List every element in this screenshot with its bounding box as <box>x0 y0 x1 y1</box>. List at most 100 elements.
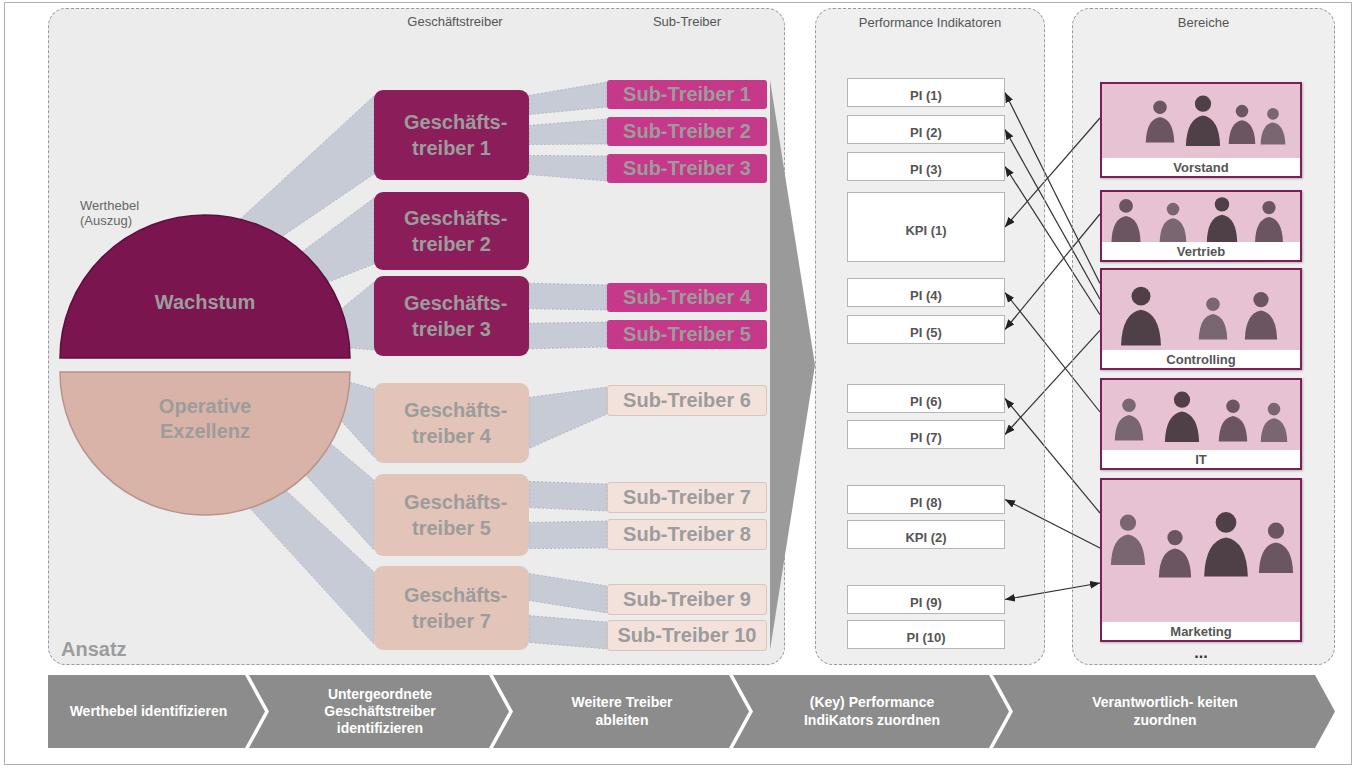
node-text: Weitere Treiber ableiten <box>557 694 687 728</box>
node-text: Sub-Treiber 2 <box>623 120 751 143</box>
department-photo-box: Vorstand <box>1100 82 1302 178</box>
node-text: Geschäfts- treiber 5 <box>404 489 499 541</box>
panel-heading: Ansatz <box>61 638 127 661</box>
node-text: Geschäfts- treiber 3 <box>404 290 499 342</box>
department-photo-box: Marketing <box>1100 478 1302 642</box>
node-text: PI (1) <box>910 88 942 103</box>
node-text: Geschäfts- treiber 2 <box>404 205 499 257</box>
node-text: Sub-Treiber 3 <box>623 157 751 180</box>
node-text: Geschäfts- treiber 7 <box>404 582 499 634</box>
indicator-box: KPI (2) <box>847 520 1005 549</box>
team-photo <box>1100 378 1302 470</box>
panel-ground <box>1072 8 1335 665</box>
node-text: PI (7) <box>910 430 942 445</box>
node-text: Sub-Treiber 6 <box>623 389 751 412</box>
dashed-panel: Performance Indikatoren PI (1) PI (2) PI (3… <box>815 8 1045 665</box>
value-band <box>250 491 374 644</box>
business-driver-box: Geschäfts- treiber 1 <box>374 90 529 180</box>
process-chevron: Verantwortlich- keiten zuordnen <box>993 675 1335 748</box>
indicator-box: PI (9) <box>847 585 1005 614</box>
node-text: PI (5) <box>910 325 942 340</box>
node-text: Sub-Treiber 10 <box>618 624 757 647</box>
responsibility-arrow <box>1005 130 1100 300</box>
node-text: Geschäfts- treiber 1 <box>404 109 499 161</box>
indicator-box: PI (5) <box>847 315 1005 344</box>
node-text: Vorstand <box>1102 158 1300 176</box>
node-text: Sub-Treiber 1 <box>623 83 751 106</box>
responsibility-arrow <box>1005 293 1100 413</box>
indicator-box: PI (1) <box>847 78 1005 107</box>
sub-driver-box: Sub-Treiber 8 <box>607 519 767 550</box>
process-chevron: (Key) Performance IndiKators zuordnen <box>733 675 1009 748</box>
panel-ground <box>48 8 785 665</box>
team-photo <box>1100 268 1302 370</box>
column-heading: Geschäftstreiber <box>380 14 530 29</box>
node-text: PI (6) <box>910 394 942 409</box>
node-text: PI (4) <box>910 288 942 303</box>
team-photo <box>1100 82 1302 178</box>
indicator-box: PI (10) <box>847 620 1005 649</box>
node-text: Marketing <box>1102 622 1300 640</box>
half-circle-outline <box>60 372 350 515</box>
node-text: PI (9) <box>910 595 942 610</box>
responsibility-arrow <box>1005 330 1100 434</box>
node-text: Controlling <box>1102 350 1300 368</box>
responsibility-arrow <box>1005 399 1100 514</box>
dashed-panel: BereicheVorstandVertriebControllingIT Mar… <box>1072 8 1335 665</box>
node-text: Vertrieb <box>1102 242 1300 260</box>
driver-band <box>529 521 607 549</box>
sub-driver-box: Sub-Treiber 5 <box>607 320 767 349</box>
team-photo <box>1100 478 1302 642</box>
responsibility-arrow <box>1005 500 1100 549</box>
node-text: Sub-Treiber 9 <box>623 588 751 611</box>
business-driver-box: Geschäfts- treiber 3 <box>374 276 529 356</box>
node-text: Geschäfts- treiber 4 <box>404 397 499 449</box>
half-circle-outline <box>60 215 350 358</box>
sub-driver-box: Sub-Treiber 3 <box>607 154 767 183</box>
driver-band <box>529 481 607 511</box>
business-driver-box: Geschäfts- treiber 7 <box>374 566 529 650</box>
column-heading: Werthebel (Auszug) <box>80 198 160 228</box>
business-driver-box: Geschäfts- treiber 4 <box>374 383 529 463</box>
driver-band <box>529 82 607 115</box>
node-text: IT <box>1102 450 1300 468</box>
process-chevron: Weitere Treiber ableiten <box>493 675 749 748</box>
responsibility-arrow <box>1005 167 1100 315</box>
responsibility-arrow <box>1005 214 1100 330</box>
node-text: PI (2) <box>910 125 942 140</box>
department-photo-box: Controlling <box>1100 268 1302 370</box>
big-arrow <box>770 80 815 650</box>
node-text: PI (10) <box>906 630 945 645</box>
team-photo <box>1100 190 1302 262</box>
sub-driver-box: Sub-Treiber 1 <box>607 80 767 109</box>
panel-heading: Bereiche <box>1178 15 1229 30</box>
node-text: PI (3) <box>910 162 942 177</box>
node-text: KPI (1) <box>905 223 946 238</box>
driver-band <box>529 283 607 310</box>
node-text: Sub-Treiber 4 <box>623 286 751 309</box>
sub-driver-box: Sub-Treiber 6 <box>607 385 767 416</box>
sub-driver-box: Sub-Treiber 2 <box>607 117 767 146</box>
node-text: (Key) Performance IndiKators zuordnen <box>790 694 955 728</box>
responsibility-arrow <box>1005 583 1100 600</box>
outer-frame <box>5 3 1352 765</box>
column-heading: Sub-Treiber <box>607 14 767 29</box>
node-text: Sub-Treiber 5 <box>623 323 751 346</box>
column-heading: ... <box>1181 644 1221 662</box>
indicator-box: PI (7) <box>847 420 1005 449</box>
node-text: KPI (2) <box>905 530 946 545</box>
panel-heading: Performance Indikatoren <box>859 15 1001 30</box>
node-text: Werthebel identifizieren <box>70 703 228 720</box>
dashed-panel: AnsatzWachstumOperative ExzellenzGeschäf… <box>48 8 785 665</box>
process-chevron: Werthebel identifizieren <box>48 675 265 748</box>
driver-band <box>529 387 607 449</box>
value-lever-half-circle: Wachstum <box>60 215 350 358</box>
driver-band <box>529 616 607 649</box>
panel-ground <box>815 8 1045 665</box>
driver-band <box>529 155 607 181</box>
node-text: Untergeordnete Geschäftstreiber identifi… <box>305 686 455 737</box>
responsibility-arrow <box>1005 118 1100 227</box>
indicator-box: PI (3) <box>847 152 1005 181</box>
department-photo-box: Vertrieb <box>1100 190 1302 262</box>
value-lever-half-circle: Operative Exzellenz <box>60 372 350 515</box>
